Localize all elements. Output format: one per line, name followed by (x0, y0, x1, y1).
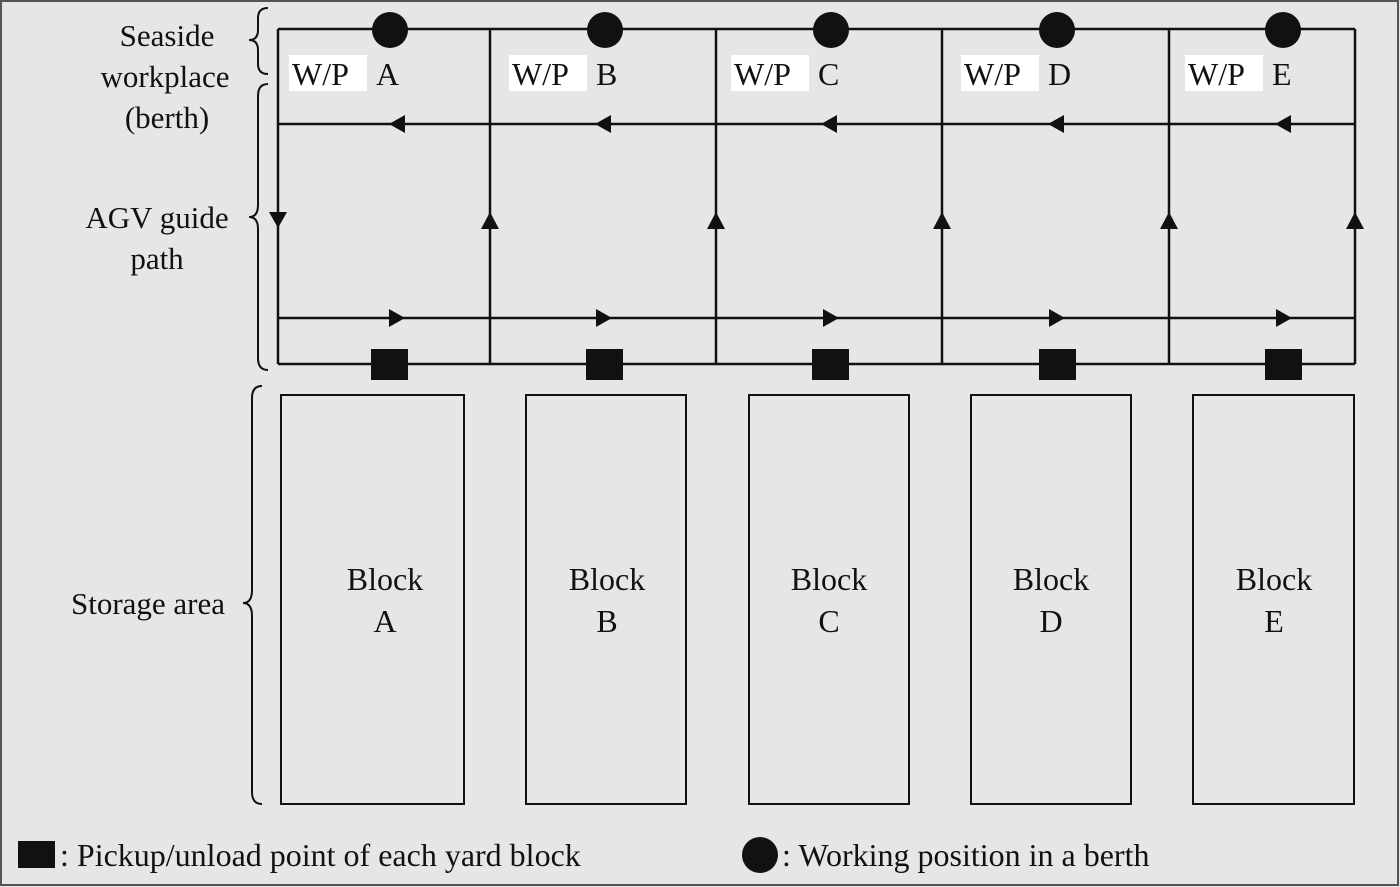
agv-label-line1: AGV guide (85, 200, 228, 235)
wp-prefix-c: W/P (734, 56, 791, 92)
wp-label-box-b (509, 55, 587, 91)
pickup-points (371, 349, 1302, 380)
block-letter-d: D (1039, 603, 1062, 639)
arrow-up (933, 212, 951, 229)
arrow-left (1048, 115, 1064, 133)
legend-circle-text: : Working position in a berth (782, 837, 1149, 873)
arrow-right (596, 309, 612, 327)
wp-letter-a: A (376, 56, 399, 92)
arrow-left (821, 115, 837, 133)
region-labels: Seaside workplace (berth) AGV guide path… (71, 18, 230, 621)
storage-label: Storage area (71, 586, 225, 621)
arrow-right (823, 309, 839, 327)
pickup-point-b (586, 349, 623, 380)
wp-prefix-a: W/P (292, 56, 349, 92)
seaside-label-line3: (berth) (125, 100, 209, 135)
working-positions (372, 12, 1301, 48)
legend-square-icon (18, 841, 55, 868)
wp-letter-c: C (818, 56, 839, 92)
legend-circle-icon (742, 837, 778, 873)
pickup-point-a (371, 349, 408, 380)
block-word-b: Block (569, 561, 645, 597)
block-word-d: Block (1013, 561, 1089, 597)
working-position-b (587, 12, 623, 48)
block-word-e: Block (1236, 561, 1312, 597)
yard-block-c (748, 394, 910, 805)
wp-prefix-b: W/P (512, 56, 569, 92)
wp-prefix-e: W/P (1188, 56, 1245, 92)
wp-letter-b: B (596, 56, 617, 92)
block-word-a: Block (347, 561, 423, 597)
block-letter-e: E (1264, 603, 1284, 639)
arrow-up (1346, 212, 1364, 229)
block-labels: Block A Block B Block C Block D Block E (347, 561, 1312, 639)
working-position-a (372, 12, 408, 48)
pickup-point-e (1265, 349, 1302, 380)
yard-block-a (280, 394, 465, 805)
arrow-right (1049, 309, 1065, 327)
agv-label-line2: path (130, 241, 184, 276)
agv-brace (248, 83, 269, 371)
block-letter-a: A (373, 603, 396, 639)
arrow-left (1275, 115, 1291, 133)
wp-label-box-d (961, 55, 1039, 91)
pickup-point-c (812, 349, 849, 380)
yard-block-b (525, 394, 687, 805)
block-word-c: Block (791, 561, 867, 597)
arrow-left (595, 115, 611, 133)
wp-letter-e: E (1272, 56, 1292, 92)
arrow-left (389, 115, 405, 133)
region-braces (242, 7, 269, 805)
storage-brace (242, 385, 263, 805)
wp-prefix-d: W/P (964, 56, 1021, 92)
arrow-right (389, 309, 405, 327)
arrow-up (1160, 212, 1178, 229)
legend-square-text: : Pickup/unload point of each yard block (60, 837, 581, 873)
arrow-down (269, 212, 287, 228)
seaside-brace (248, 7, 269, 75)
berth-labels: W/P A W/P B W/P C W/P D W/P E (289, 55, 1292, 92)
legend: : Pickup/unload point of each yard block… (18, 837, 1149, 873)
yard-blocks (280, 394, 1355, 805)
yard-block-d (970, 394, 1132, 805)
working-position-e (1265, 12, 1301, 48)
working-position-c (813, 12, 849, 48)
wp-label-box-a (289, 55, 367, 91)
block-letter-b: B (596, 603, 617, 639)
direction-arrows (269, 115, 1364, 327)
yard-block-e (1192, 394, 1355, 805)
arrow-up (707, 212, 725, 229)
working-position-d (1039, 12, 1075, 48)
block-letter-c: C (818, 603, 839, 639)
wp-label-box-c (731, 55, 809, 91)
arrow-right (1276, 309, 1292, 327)
arrow-up (481, 212, 499, 229)
agv-network (276, 27, 1357, 366)
seaside-label-line1: Seaside (120, 18, 215, 53)
wp-letter-d: D (1048, 56, 1071, 92)
wp-label-box-e (1185, 55, 1263, 91)
seaside-label-line2: workplace (100, 59, 229, 94)
pickup-point-d (1039, 349, 1076, 380)
